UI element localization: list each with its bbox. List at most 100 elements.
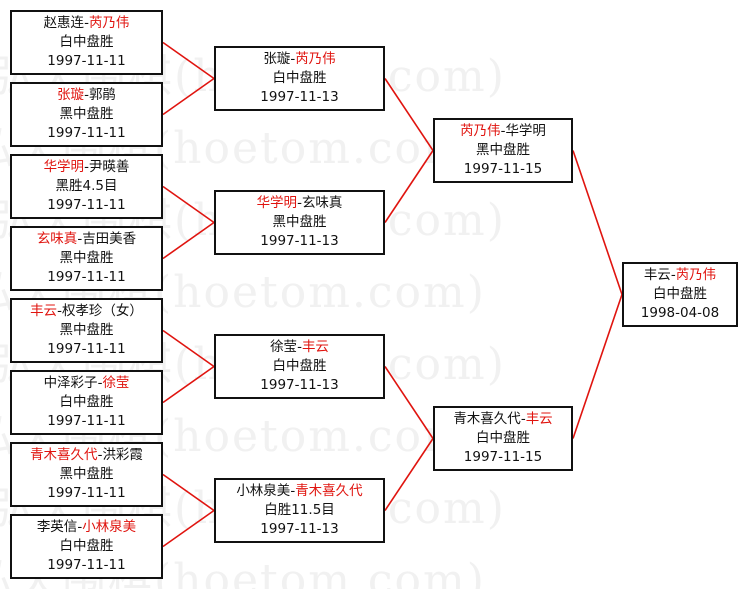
winner-name: 张璇 [57, 87, 85, 103]
match-result: 白中盘胜 [272, 70, 327, 86]
bracket-line [384, 438, 434, 511]
winner-name: 华学明 [43, 159, 85, 175]
player-name: 郭鹃 [88, 87, 116, 103]
winner-name: 芮乃伟 [675, 267, 717, 283]
player-name: 中泽彩子 [43, 375, 98, 391]
match-result: 白中盘胜 [59, 538, 114, 554]
match-date: 1997-11-11 [47, 485, 126, 501]
name-separator: - [297, 339, 302, 355]
name-separator: - [57, 303, 62, 319]
match-box: 青木喜久代-洪彩霞黑中盘胜 1997-11-11 [10, 442, 163, 507]
name-separator: - [290, 483, 296, 499]
match-result: 白中盘胜 [59, 34, 114, 50]
match-result: 黑胜4.5目 [55, 178, 118, 194]
player-name: 权孝珍（女） [61, 303, 143, 319]
winner-name: 华学明 [256, 195, 298, 211]
player-name: 徐莹 [270, 339, 298, 355]
winner-name: 徐莹 [102, 375, 130, 391]
match-players: 芮乃伟-华学明 [460, 122, 546, 141]
name-separator: - [290, 51, 296, 67]
name-separator: - [97, 447, 103, 463]
player-name: 小林泉美 [236, 483, 291, 499]
bracket-line [572, 294, 623, 439]
player-name: 玄味真 [301, 195, 343, 211]
name-separator: - [520, 411, 526, 427]
winner-name: 芮乃伟 [295, 51, 336, 67]
name-separator: - [84, 159, 89, 175]
player-name: 青木喜久代 [453, 411, 521, 427]
match-players: 徐莹-丰云 [270, 338, 329, 357]
name-separator: - [77, 231, 83, 247]
match-date: 1997-11-13 [260, 377, 339, 393]
player-name: 赵惠连 [43, 15, 85, 31]
name-separator: - [84, 15, 89, 31]
match-result: 白中盘胜 [653, 286, 707, 302]
match-players: 赵惠连-芮乃伟 [44, 14, 130, 33]
player-name: 张璇 [263, 51, 291, 67]
match-result: 黑中盘胜 [59, 466, 114, 482]
match-result: 黑中盘胜 [59, 250, 114, 266]
match-date: 1997-11-11 [47, 557, 126, 573]
bracket-line [162, 41, 215, 80]
winner-name: 芮乃伟 [460, 123, 501, 139]
winner-name: 丰云 [301, 339, 329, 355]
match-players: 丰云-芮乃伟 [644, 266, 716, 285]
winner-name: 芮乃伟 [88, 15, 130, 31]
bracket-line [572, 150, 623, 295]
player-name: 尹暎善 [88, 159, 130, 175]
match-result: 白中盘胜 [476, 430, 530, 446]
match-date: 1997-11-11 [47, 125, 126, 141]
match-players: 张璇-芮乃伟 [263, 50, 335, 69]
match-date: 1997-11-11 [47, 197, 126, 213]
match-date: 1997-11-13 [260, 521, 339, 537]
match-date: 1997-11-15 [463, 449, 543, 465]
bracket-line [384, 366, 434, 439]
match-box: 李英信-小林泉美白中盘胜 1997-11-11 [10, 514, 163, 579]
bracket-line [384, 78, 434, 151]
bracket-line [162, 329, 215, 368]
match-players: 华学明-玄味真 [257, 194, 343, 213]
winner-name: 青木喜久代 [295, 483, 363, 499]
winner-name: 玄味真 [36, 231, 78, 247]
match-players: 张璇-郭鹃 [57, 86, 116, 105]
match-date: 1997-11-11 [47, 269, 126, 285]
winner-name: 小林泉美 [82, 519, 137, 535]
name-separator: - [670, 267, 676, 283]
match-players: 丰云-权孝珍（女） [30, 302, 143, 321]
match-players: 小林泉美-青木喜久代 [236, 482, 362, 501]
bracket-line [162, 365, 215, 404]
match-date: 1997-11-13 [260, 89, 339, 105]
match-players: 玄味真-吉田美香 [37, 230, 136, 249]
match-players: 李英信-小林泉美 [37, 518, 136, 537]
player-name: 华学明 [505, 123, 546, 139]
player-name: 吉田美香 [82, 231, 137, 247]
match-date: 1997-11-15 [463, 161, 543, 177]
match-players: 青木喜久代-丰云 [453, 410, 552, 429]
match-result: 白胜11.5目 [264, 502, 335, 518]
winner-name: 丰云 [30, 303, 58, 319]
match-result: 白中盘胜 [272, 358, 327, 374]
winner-name: 青木喜久代 [30, 447, 98, 463]
match-result: 黑中盘胜 [476, 142, 530, 158]
match-players: 青木喜久代-洪彩霞 [30, 446, 143, 465]
match-players: 华学明-尹暎善 [44, 158, 130, 177]
name-separator: - [97, 375, 103, 391]
bracket-line [384, 150, 434, 223]
match-result: 黑中盘胜 [59, 106, 114, 122]
match-result: 黑中盘胜 [59, 322, 114, 338]
player-name: 李英信 [36, 519, 78, 535]
name-separator: - [500, 123, 506, 139]
name-separator: - [84, 87, 89, 103]
player-name: 丰云 [643, 267, 671, 283]
match-players: 中泽彩子-徐莹 [44, 374, 130, 393]
